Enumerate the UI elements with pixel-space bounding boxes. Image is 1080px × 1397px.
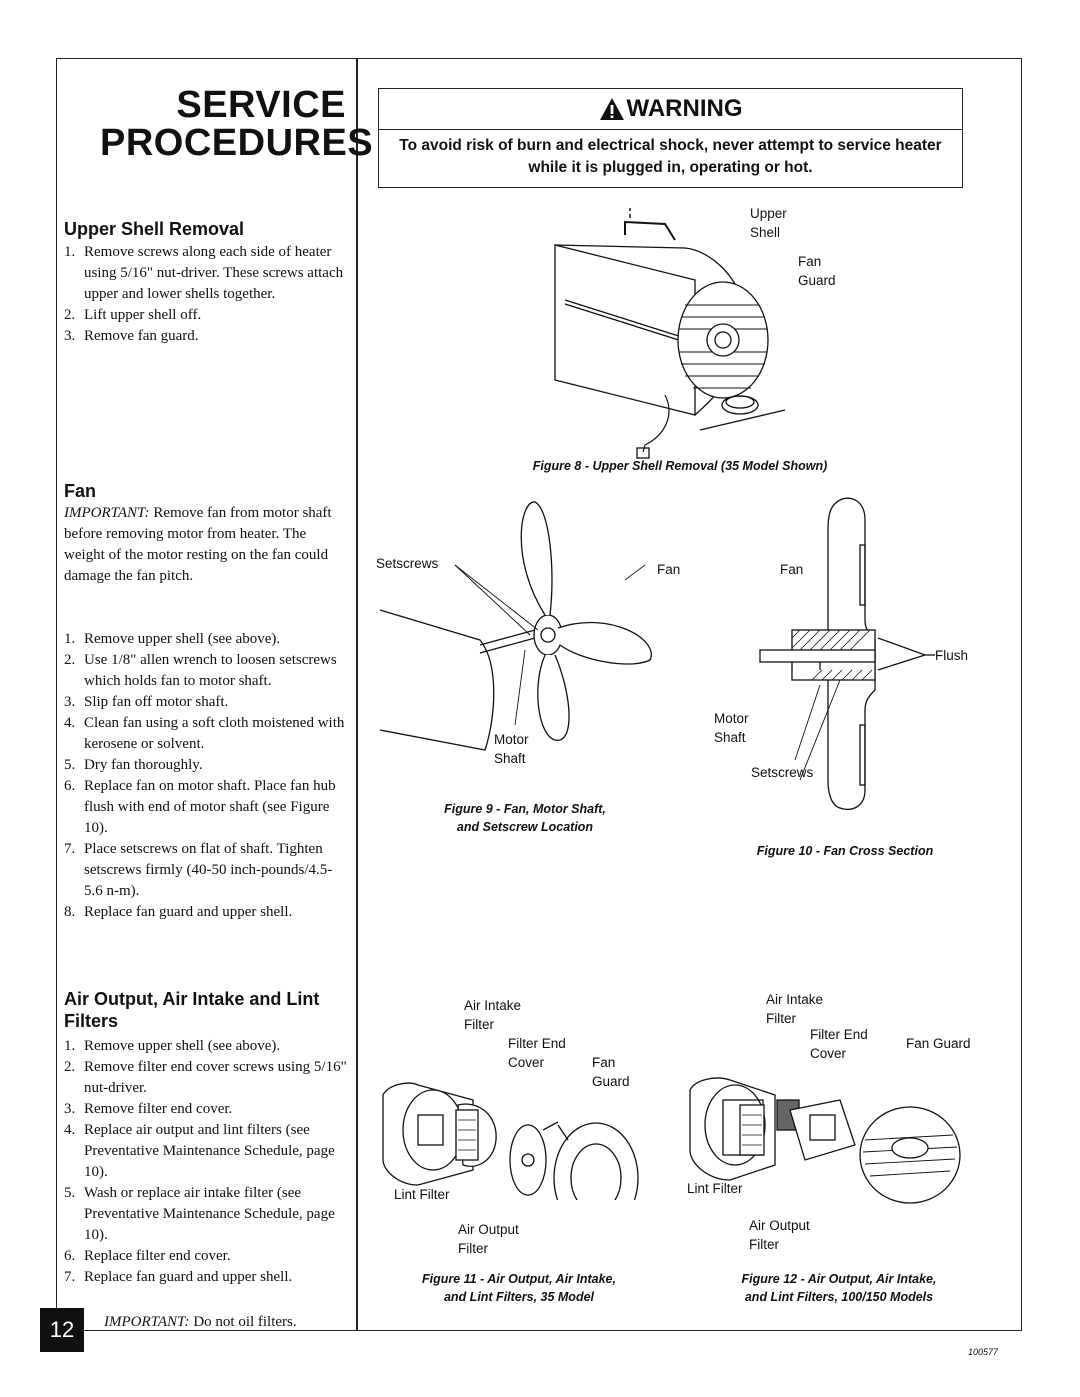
fig9-setscrews-label: Setscrews xyxy=(376,556,439,571)
column-divider xyxy=(356,58,358,1331)
upper-shell-heading: Upper Shell Removal xyxy=(64,219,245,239)
upper-shell-steps: 1.Remove screws along each side of heate… xyxy=(64,242,350,347)
figure-8-illustration xyxy=(554,208,786,459)
list-item: 7.Replace fan guard and upper shell. xyxy=(64,1269,293,1285)
list-item: 2.Lift upper shell off. xyxy=(64,307,202,323)
fig11-caption: Figure 11 - Air Output, Air Intake,and L… xyxy=(421,1272,616,1304)
page-number-badge: 12 xyxy=(40,1308,84,1352)
list-item: 8.Replace fan guard and upper shell. xyxy=(64,904,293,920)
list-item: 5.Dry fan thoroughly. xyxy=(64,757,203,773)
list-item: 1.Remove upper shell (see above). xyxy=(64,631,281,647)
fan-heading: Fan xyxy=(64,481,97,501)
list-item: 7.Place setscrews on flat of shaft. Tigh… xyxy=(64,841,333,899)
fig10-setscrews-label: Setscrews xyxy=(751,765,814,780)
figure-11-illustration xyxy=(382,1082,639,1200)
document-code: 100577 xyxy=(968,1347,999,1357)
fig12-caption: Figure 12 - Air Output, Air Intake,and L… xyxy=(741,1272,937,1304)
warning-text: To avoid risk of burn and electrical sho… xyxy=(399,137,942,176)
fig11-lint-filter-label: Lint Filter xyxy=(394,1187,450,1202)
page-title: SERVICE PROCEDURES xyxy=(100,84,374,164)
list-item: 4.Clean fan using a soft cloth moistened… xyxy=(64,715,345,752)
fig10-flush-label: Flush xyxy=(935,648,969,663)
fig9-fan-label: Fan xyxy=(657,562,681,577)
list-item: 2.Use 1/8" allen wrench to loosen setscr… xyxy=(64,652,337,689)
list-item: 4.Replace air output and lint filters (s… xyxy=(64,1122,335,1180)
fig8-caption: Figure 8 - Upper Shell Removal (35 Model… xyxy=(532,459,828,473)
fig10-caption: Figure 10 - Fan Cross Section xyxy=(756,844,934,858)
list-item: 3.Remove filter end cover. xyxy=(64,1101,233,1117)
list-item: 5.Wash or replace air intake filter (see… xyxy=(64,1185,335,1243)
fan-steps: 1.Remove upper shell (see above). 2.Use … xyxy=(64,629,350,923)
figure-10-illustration xyxy=(759,497,935,811)
title-line-2: PROCEDURES xyxy=(100,122,374,164)
figure-9-illustration xyxy=(379,501,652,751)
air-important-note: IMPORTANT: Do not oil filters. xyxy=(104,1314,297,1330)
figure-12-illustration xyxy=(689,1077,961,1204)
list-item: 1.Remove upper shell (see above). xyxy=(64,1038,281,1054)
list-item: 6.Replace filter end cover. xyxy=(64,1248,231,1264)
warning-header: WARNING xyxy=(379,89,962,130)
list-item: 2.Remove filter end cover screws using 5… xyxy=(64,1059,347,1096)
warning-box: WARNING To avoid risk of burn and electr… xyxy=(378,88,963,188)
fig12-lint-filter-label: Lint Filter xyxy=(687,1181,743,1196)
page-frame xyxy=(56,58,1022,1331)
list-item: 6.Replace fan on motor shaft. Place fan … xyxy=(64,778,336,836)
air-heading: Air Output, Air Intake and Lint Filters xyxy=(64,989,320,1031)
fan-important-note: IMPORTANT: Remove fan from motor shaft b… xyxy=(64,505,332,584)
fig12-fan-guard-label: Fan Guard xyxy=(906,1036,971,1051)
air-steps: 1.Remove upper shell (see above). 2.Remo… xyxy=(64,1036,350,1288)
list-item: 3.Slip fan off motor shaft. xyxy=(64,694,229,710)
fig10-fan-label: Fan xyxy=(780,562,804,577)
title-line-1: SERVICE xyxy=(176,84,346,126)
warning-triangle-icon xyxy=(599,98,624,120)
list-item: 1.Remove screws along each side of heate… xyxy=(64,244,344,302)
fig9-caption: Figure 9 - Fan, Motor Shaft,and Setscrew… xyxy=(444,802,606,834)
list-item: 3.Remove fan guard. xyxy=(64,328,199,344)
warning-title: WARNING xyxy=(626,95,743,122)
